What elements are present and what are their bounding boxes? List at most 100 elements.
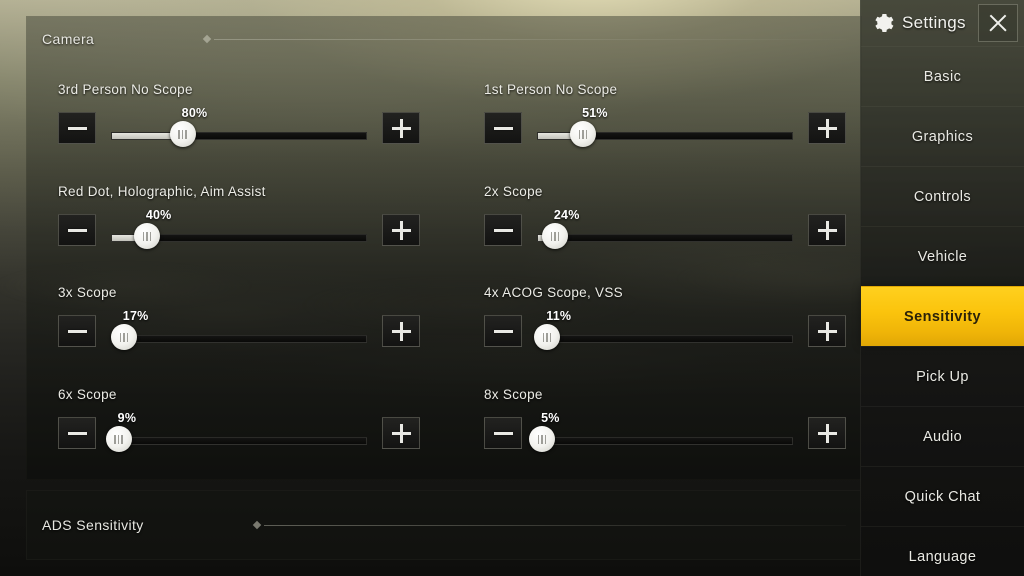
sidebar-item-quick-chat[interactable]: Quick Chat	[861, 466, 1024, 526]
plus-icon	[391, 118, 411, 138]
sensitivity-slider[interactable]: 40%	[111, 208, 367, 252]
sidebar-item-basic[interactable]: Basic	[861, 46, 1024, 106]
slider-track[interactable]	[111, 132, 367, 140]
slider-thumb[interactable]	[534, 324, 561, 350]
sidebar-item-label: Vehicle	[917, 248, 968, 265]
sidebar-item-label: Basic	[923, 68, 962, 85]
thumb-grip-line	[149, 231, 152, 241]
plus-icon	[817, 118, 837, 138]
sidebar-item-label: Language	[908, 548, 977, 565]
sensitivity-label: 6x Scope	[58, 387, 117, 402]
section-title: Camera	[42, 31, 95, 47]
decrease-button[interactable]	[484, 112, 522, 144]
gear-icon	[871, 11, 895, 35]
slider-fill	[112, 235, 148, 241]
slider-thumb[interactable]	[541, 223, 568, 249]
decrease-button[interactable]	[484, 315, 522, 347]
increase-button[interactable]	[382, 112, 420, 144]
sensitivity-slider[interactable]: 5%	[529, 411, 793, 455]
sensitivity-slider[interactable]: 24%	[537, 208, 793, 252]
sensitivity-value: 51%	[582, 106, 608, 120]
sidebar-item-language[interactable]: Language	[861, 526, 1024, 576]
sensitivity-row: Red Dot, Holographic, Aim Assist 40%	[42, 172, 428, 274]
sensitivity-value: 11%	[546, 309, 572, 323]
sidebar-item-vehicle[interactable]: Vehicle	[861, 226, 1024, 286]
sensitivity-control: 51%	[484, 106, 846, 150]
sidebar-item-label: Audio	[922, 428, 963, 445]
sidebar-item-label: Pick Up	[916, 368, 969, 385]
thumb-grip-line	[541, 434, 543, 444]
slider-track[interactable]	[537, 234, 793, 242]
sidebar-item-pick-up[interactable]: Pick Up	[861, 346, 1024, 406]
minus-icon	[67, 329, 87, 333]
sensitivity-slider[interactable]: 80%	[111, 106, 367, 150]
thumb-grip-line	[126, 332, 129, 342]
decrease-button[interactable]	[484, 214, 522, 246]
sidebar-header: Settings	[861, 0, 1024, 46]
minus-icon	[67, 431, 87, 435]
sidebar-item-controls[interactable]: Controls	[861, 166, 1024, 226]
plus-icon	[391, 423, 411, 443]
increase-button[interactable]	[808, 112, 846, 144]
sensitivity-slider[interactable]: 11%	[534, 309, 793, 353]
sidebar-item-audio[interactable]: Audio	[861, 406, 1024, 466]
decrease-button[interactable]	[58, 112, 96, 144]
close-button[interactable]	[978, 4, 1018, 42]
slider-track[interactable]	[111, 437, 367, 445]
sensitivity-control: 9%	[58, 411, 420, 455]
sensitivity-label: Red Dot, Holographic, Aim Assist	[58, 184, 266, 199]
sensitivity-slider[interactable]: 17%	[110, 309, 367, 353]
slider-track[interactable]	[111, 234, 367, 242]
increase-button[interactable]	[808, 417, 846, 449]
slider-thumb[interactable]	[105, 426, 132, 452]
thumb-grip-line	[557, 231, 560, 241]
sidebar-item-graphics[interactable]: Graphics	[861, 106, 1024, 166]
sidebar-item-sensitivity[interactable]: Sensitivity	[861, 286, 1024, 346]
increase-button[interactable]	[808, 315, 846, 347]
diamond-icon	[252, 520, 261, 530]
increase-button[interactable]	[382, 315, 420, 347]
increase-button[interactable]	[808, 214, 846, 246]
slider-track[interactable]	[111, 335, 367, 343]
thumb-grip-line	[146, 231, 148, 241]
thumb-grip-line	[537, 434, 540, 444]
sidebar-item-label: Quick Chat	[904, 488, 981, 505]
decrease-button[interactable]	[58, 214, 96, 246]
slider-thumb[interactable]	[133, 223, 160, 249]
sensitivity-value: 5%	[541, 411, 560, 425]
thumb-grip-line	[178, 129, 180, 139]
slider-track[interactable]	[537, 132, 793, 140]
section-title: ADS Sensitivity	[42, 517, 144, 533]
sensitivity-value: 9%	[117, 411, 137, 425]
increase-button[interactable]	[382, 214, 420, 246]
sensitivity-control: 24%	[484, 208, 846, 252]
decrease-button[interactable]	[58, 417, 96, 449]
decrease-button[interactable]	[484, 417, 522, 449]
minus-icon	[67, 228, 87, 232]
slider-thumb[interactable]	[169, 121, 196, 147]
slider-track[interactable]	[537, 437, 793, 445]
sidebar-title: Settings	[902, 13, 966, 32]
decrease-button[interactable]	[58, 315, 96, 347]
thumb-grip-line	[578, 129, 581, 139]
increase-button[interactable]	[382, 417, 420, 449]
sensitivity-slider[interactable]: 9%	[105, 411, 367, 455]
minus-icon	[493, 329, 513, 333]
slider-thumb[interactable]	[529, 426, 556, 452]
slider-thumb[interactable]	[570, 121, 597, 147]
thumb-grip-line	[554, 231, 556, 241]
sensitivity-label: 3x Scope	[58, 285, 117, 300]
slider-thumb[interactable]	[110, 324, 137, 350]
sensitivity-slider[interactable]: 51%	[537, 106, 793, 150]
slider-track[interactable]	[537, 335, 793, 343]
plus-icon	[391, 220, 411, 240]
